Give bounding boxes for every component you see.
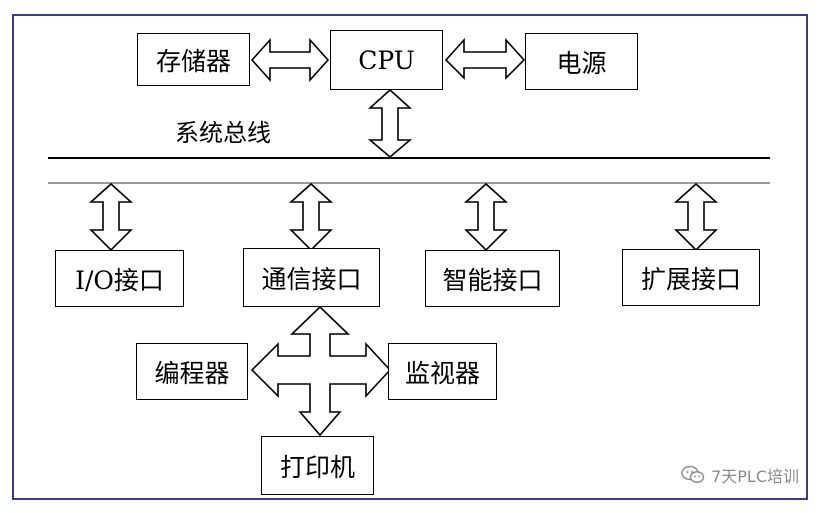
- cpu-bus-arrow: [367, 88, 413, 159]
- watermark: 7天PLC培训: [681, 463, 799, 487]
- four-way-arrow: [250, 305, 392, 437]
- cpu-box: CPU: [330, 30, 443, 90]
- programmer-box: 编程器: [136, 343, 248, 400]
- bus-smart-arrow: [463, 182, 509, 252]
- diagram-frame: [12, 14, 808, 500]
- bus-ext-arrow: [673, 182, 719, 252]
- monitor-box: 监视器: [388, 343, 497, 400]
- cpu-power-arrow: [444, 37, 526, 80]
- memory-cpu-arrow: [250, 37, 330, 83]
- io-interface-box: I/O接口: [55, 250, 184, 307]
- memory-box: 存储器: [137, 33, 250, 86]
- bus-comm-arrow: [288, 182, 334, 252]
- power-box: 电源: [525, 33, 638, 90]
- ext-interface-box: 扩展接口: [622, 249, 760, 306]
- smart-interface-box: 智能接口: [425, 250, 560, 307]
- printer-box: 打印机: [261, 436, 374, 495]
- system-bus-label: 系统总线: [175, 119, 271, 147]
- watermark-text: 7天PLC培训: [711, 467, 799, 486]
- wechat-icon: [681, 465, 705, 483]
- comm-interface-box: 通信接口: [243, 248, 380, 307]
- bus-io-arrow: [88, 182, 134, 252]
